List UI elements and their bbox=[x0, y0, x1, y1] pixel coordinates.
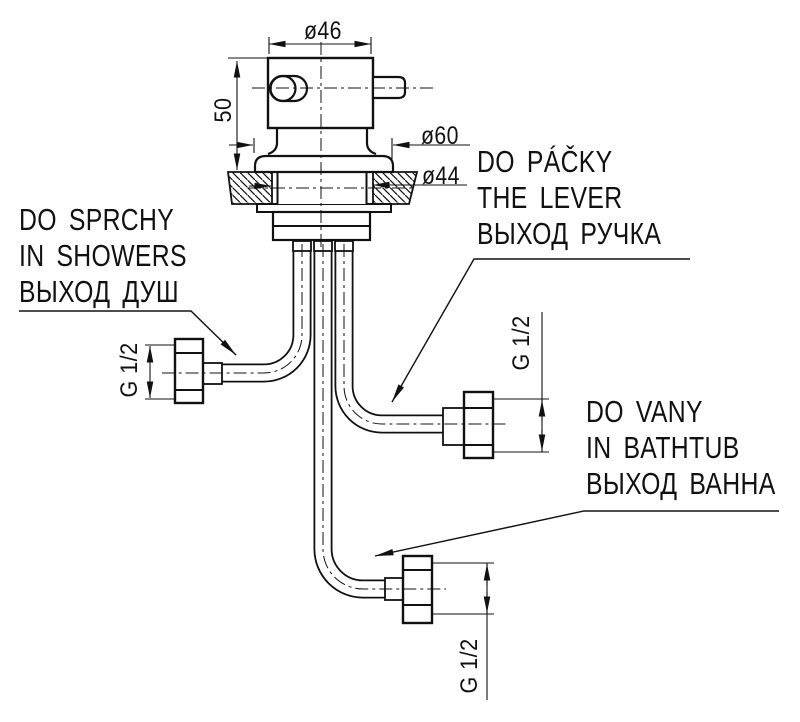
label-shower-line2: IN SHOWERS bbox=[19, 238, 187, 273]
label-bath-line1: DO VANY bbox=[586, 394, 703, 429]
label-bath-line3: ВЫХОД ВАННА bbox=[586, 466, 776, 501]
shower-pipe bbox=[210, 240, 312, 383]
dimension-lines bbox=[145, 37, 549, 700]
shower-leader bbox=[19, 310, 237, 356]
label-lever-line2: THE LEVER bbox=[477, 180, 623, 215]
lever-fitting bbox=[442, 390, 495, 460]
label-shower-line3: ВЫХОД ДУШ bbox=[19, 274, 179, 309]
dim-shower-thread: G 1/2 bbox=[116, 342, 143, 398]
label-shower-line1: DO SPRCHY bbox=[19, 202, 175, 237]
leader-lines bbox=[19, 258, 779, 557]
label-bath-outlet: DO VANY IN BATHTUB ВЫХОД ВАННА bbox=[586, 394, 776, 502]
centerlines bbox=[162, 42, 506, 590]
label-bath-line2: IN BATHTUB bbox=[586, 430, 740, 465]
dim-bath-thread: G 1/2 bbox=[456, 638, 483, 694]
pipes bbox=[210, 240, 458, 599]
label-lever-line3: ВЫХОД РУЧКА bbox=[477, 216, 662, 251]
lever-leader bbox=[391, 258, 690, 403]
label-lever-outlet: DO PÁČKY THE LEVER ВЫХОД РУЧКА bbox=[477, 144, 661, 252]
dim-body-height: 50 bbox=[210, 97, 237, 123]
escutcheon-flange bbox=[253, 154, 395, 174]
label-shower-outlet: DO SPRCHY IN SHOWERS ВЫХОД ДУШ bbox=[19, 202, 187, 310]
locknut-assembly bbox=[256, 203, 392, 242]
shower-fitting bbox=[173, 337, 223, 405]
valve-body bbox=[253, 56, 407, 174]
bath-leader bbox=[374, 510, 779, 557]
dim-top-diameter: ø46 bbox=[304, 17, 342, 45]
label-lever-line1: DO PÁČKY bbox=[477, 144, 613, 179]
lever-pipe bbox=[334, 240, 458, 434]
dim-flange-diameter: ø60 bbox=[421, 122, 459, 150]
dim-lever-thread: G 1/2 bbox=[508, 315, 535, 371]
dim-wall-hole-diameter: ø44 bbox=[422, 162, 460, 190]
